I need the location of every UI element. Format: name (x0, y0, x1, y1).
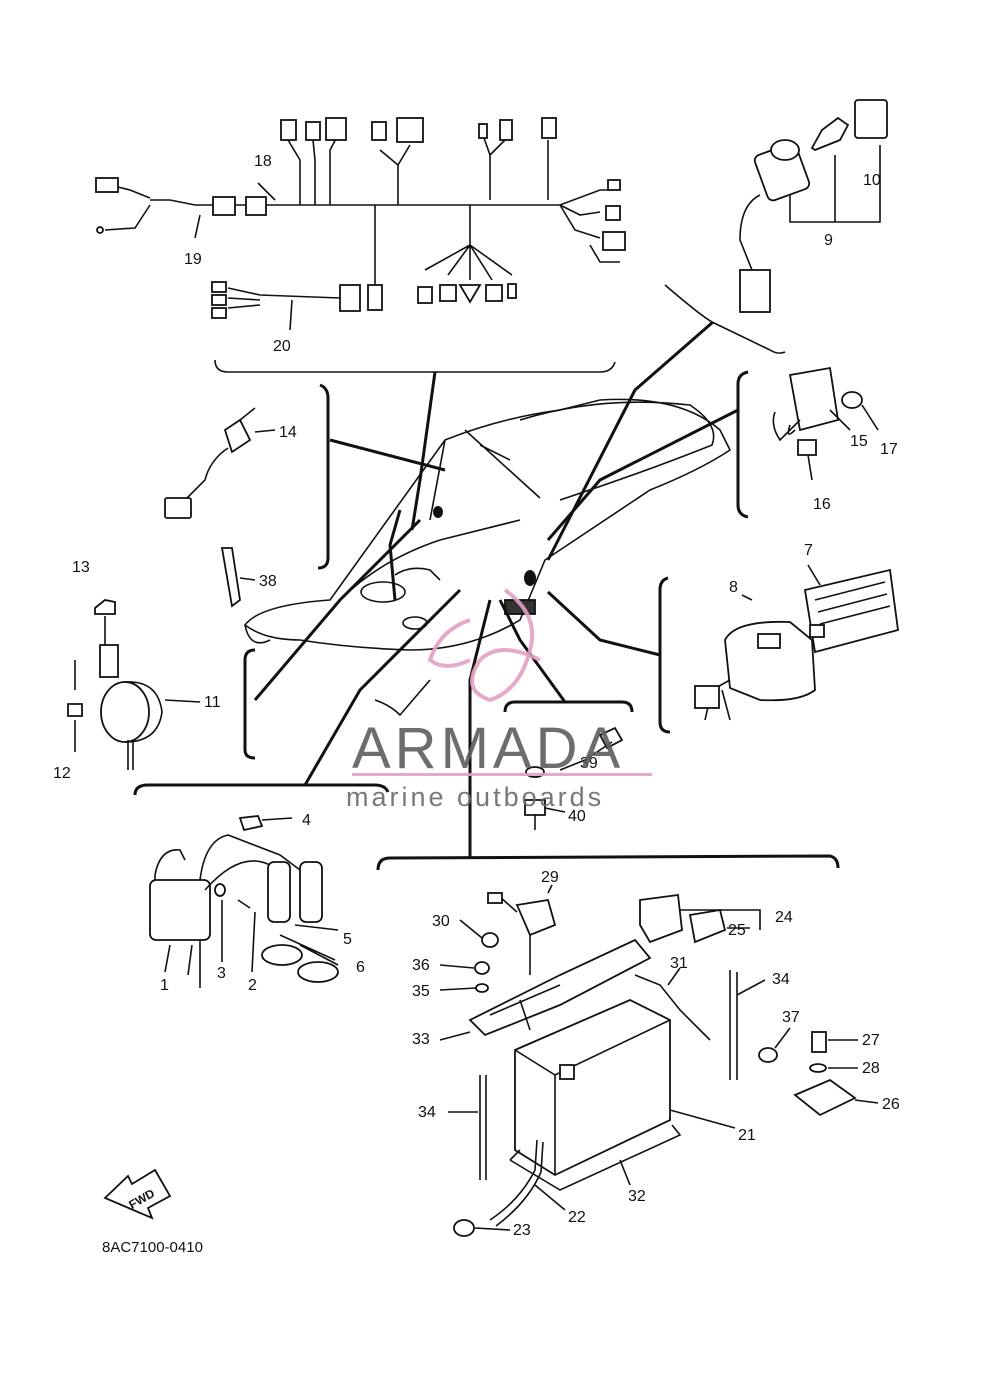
cable-tie-group: 38 (220, 547, 277, 608)
callout-31: 31 (670, 955, 688, 972)
callout-5: 5 (343, 931, 352, 948)
callout-10: 10 (863, 172, 881, 189)
callout-17: 17 (880, 441, 898, 458)
callout-34-left: 34 (418, 1104, 436, 1121)
callout-29: 29 (541, 869, 559, 886)
callout-32: 32 (628, 1188, 646, 1205)
callout-25: 25 (728, 922, 746, 939)
callout-3: 3 (217, 965, 226, 982)
cdi-unit-group: 7 8 (694, 542, 899, 721)
callout-34-right: 34 (772, 971, 790, 988)
ignition-coil-group: 1 2 3 4 5 6 (149, 812, 365, 994)
callout-11: 11 (204, 694, 221, 711)
watermark-tagline: marine outboards (346, 782, 604, 812)
callout-37: 37 (782, 1009, 800, 1026)
horn-group: 11 12 13 (53, 559, 221, 782)
battery-group: 24 25 29 30 36 35 33 21 32 31 34 34 (412, 869, 900, 1239)
callout-2: 2 (248, 977, 257, 994)
callout-35: 35 (412, 983, 430, 1000)
callout-1: 1 (160, 977, 169, 994)
forward-arrow: FWD (103, 1168, 172, 1220)
callout-9: 9 (824, 232, 833, 249)
callout-7: 7 (804, 542, 813, 559)
wire-harness-group: 18 19 20 (95, 117, 626, 373)
callout-38: 38 (259, 573, 277, 590)
callout-40: 40 (568, 808, 586, 825)
callout-27: 27 (862, 1032, 880, 1049)
callout-30: 30 (432, 913, 450, 930)
main-switch-group: 9 10 (664, 99, 888, 354)
callout-39: 39 (580, 755, 598, 772)
callout-16: 16 (813, 496, 831, 513)
callout-15: 15 (850, 433, 868, 450)
watermark-brand: ARMADA (352, 716, 624, 781)
callout-12: 12 (53, 765, 71, 782)
regulator-group: 15 16 17 (772, 366, 898, 513)
callout-33: 33 (412, 1031, 430, 1048)
callout-14: 14 (279, 424, 297, 441)
callout-24: 24 (775, 909, 793, 926)
callout-8: 8 (729, 579, 738, 596)
drawing-code: 8AC7100-0410 (102, 1239, 203, 1256)
leader-brackets (133, 320, 840, 871)
callout-13: 13 (72, 559, 90, 576)
callout-20: 20 (273, 338, 291, 355)
callout-4: 4 (302, 812, 311, 829)
callout-21: 21 (738, 1127, 756, 1144)
callout-6: 6 (356, 959, 365, 976)
callout-19: 19 (184, 251, 202, 268)
callout-22: 22 (568, 1209, 586, 1226)
callout-36: 36 (412, 957, 430, 974)
callout-28: 28 (862, 1060, 880, 1077)
stop-switch-group: 14 (164, 407, 297, 519)
callout-23: 23 (513, 1222, 531, 1239)
armada-watermark: ARMADA marine outboards (346, 588, 652, 812)
snowmobile-body (243, 398, 732, 717)
callout-26: 26 (882, 1096, 900, 1113)
callout-18: 18 (254, 153, 272, 170)
